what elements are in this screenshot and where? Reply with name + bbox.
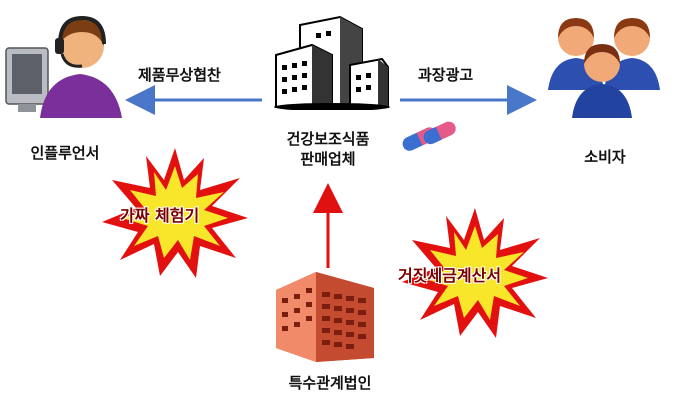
company-label-line1: 건강보조식품 — [286, 130, 370, 148]
edge-label-sponsorship: 제품무상협찬 — [138, 66, 221, 84]
burst-fake-experience-text: 가짜 체험기 — [120, 206, 200, 225]
influencer-icon — [5, 15, 122, 118]
consumers-label: 소비자 — [584, 148, 626, 166]
related-corp-building-icon — [276, 272, 374, 362]
related-corp-label: 특수관계법인 — [288, 374, 372, 392]
influencer-label: 인플루언서 — [30, 144, 100, 162]
burst-fake-experience — [102, 148, 248, 278]
company-building-icon — [274, 15, 390, 110]
consumers-icon — [548, 18, 660, 118]
edge-label-exaggerated-ad: 과장광고 — [418, 66, 474, 84]
burst-fake-invoice-text: 거짓세금계산서 — [398, 266, 502, 285]
pills-icon — [402, 121, 456, 151]
company-label-line2: 판매업체 — [300, 150, 356, 168]
burst-fake-invoice — [402, 208, 548, 338]
